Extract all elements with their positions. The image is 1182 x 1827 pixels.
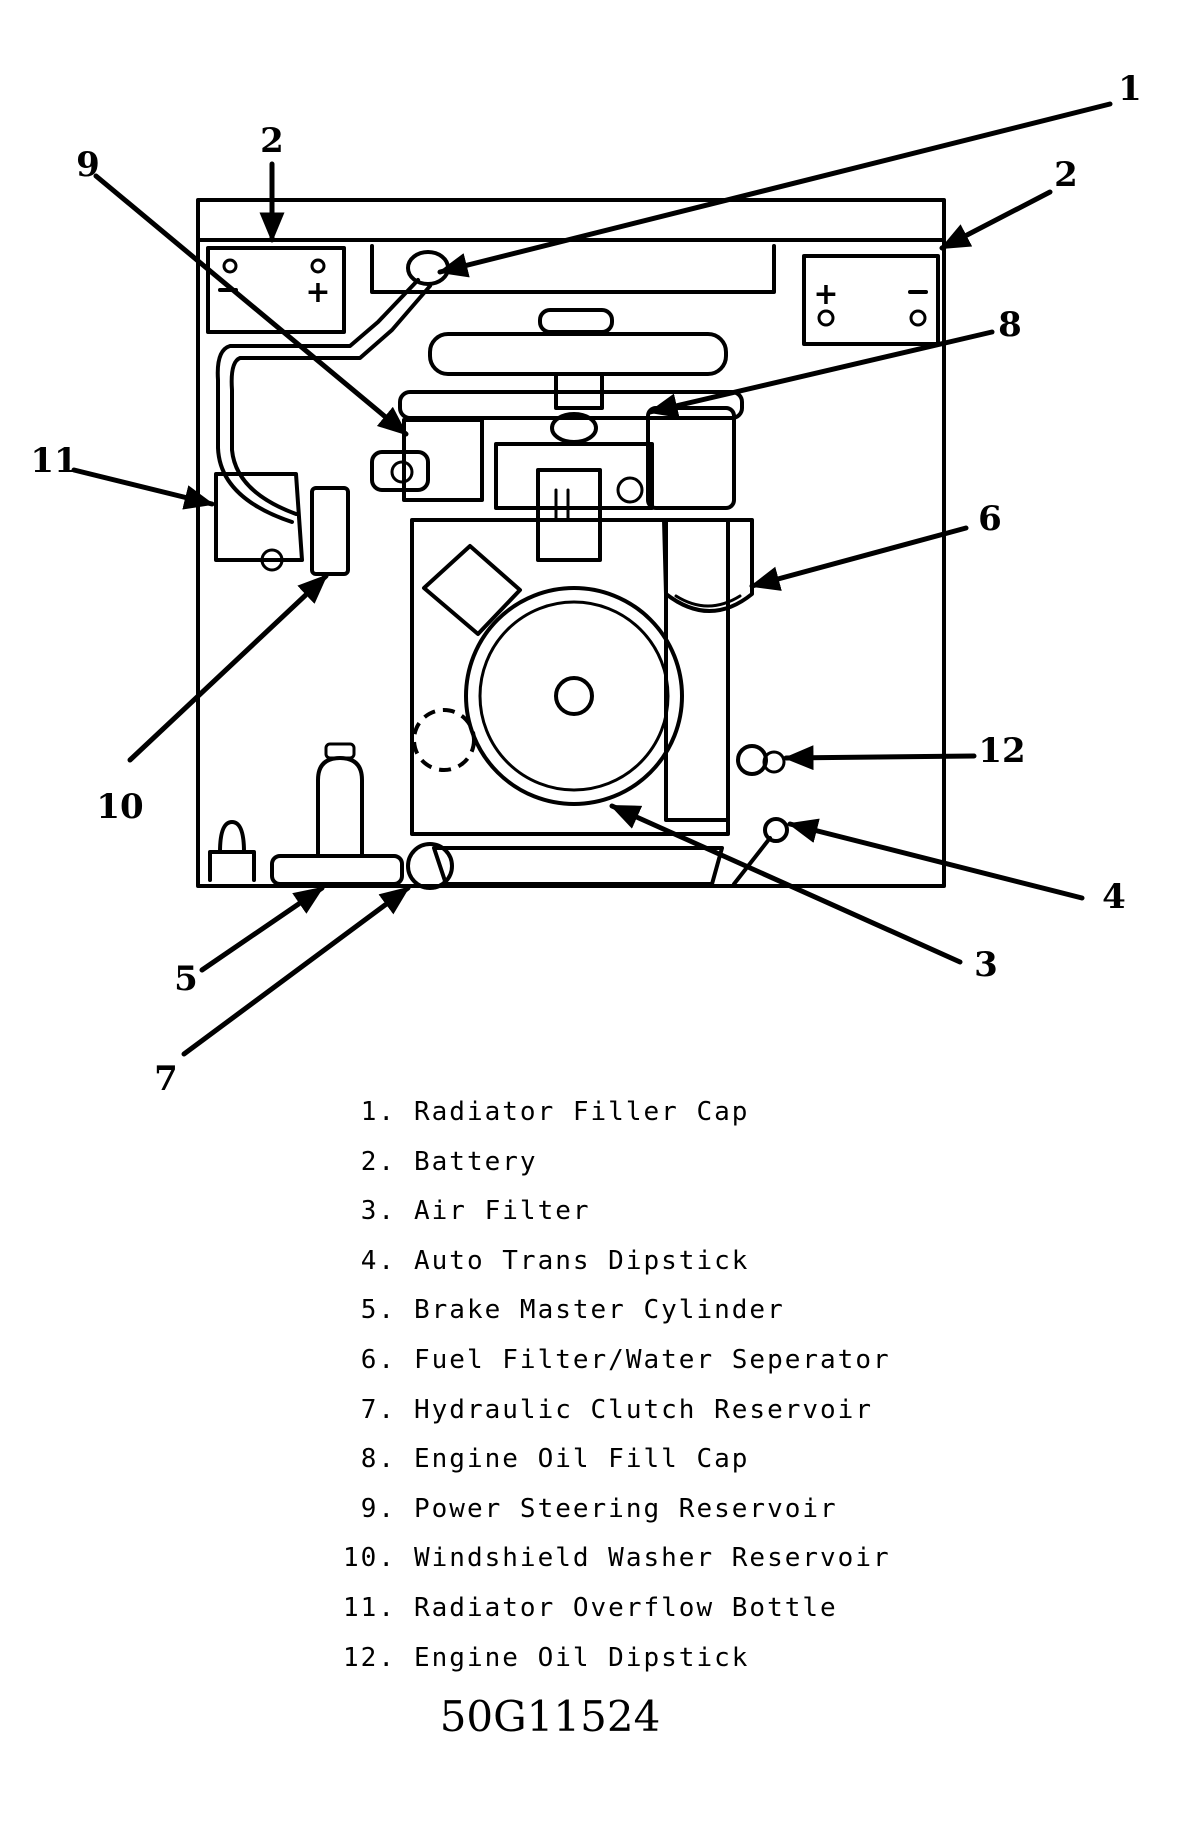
callout-11: 11 <box>30 441 77 481</box>
leader-6 <box>749 525 969 591</box>
legend-item: 11.Radiator Overflow Bottle <box>343 1592 838 1623</box>
legend-item: 4.Auto Trans Dipstick <box>360 1245 750 1276</box>
radiator-shroud <box>370 244 776 294</box>
leader-4 <box>787 818 1085 901</box>
callout-6: 6 <box>978 499 1002 539</box>
power-steering-reservoir <box>370 418 484 502</box>
callout-12: 12 <box>978 731 1025 771</box>
legend-item: 2.Battery <box>360 1146 538 1177</box>
legend-item: 7.Hydraulic Clutch Reservoir <box>360 1394 873 1425</box>
overflow-hose <box>215 278 420 524</box>
callout-4: 4 <box>1102 877 1126 917</box>
battery-right-plus: + <box>813 277 838 312</box>
callout-9: 9 <box>76 145 100 185</box>
legend-item: 6.Fuel Filter/Water Seperator <box>360 1344 891 1375</box>
leader-11 <box>71 467 215 510</box>
figure-id: 50G11524 <box>439 1692 661 1741</box>
hydraulic-clutch-reservoir <box>406 842 454 890</box>
leader-7 <box>181 885 411 1057</box>
leader-8 <box>647 329 995 418</box>
legend-list: 1.Radiator Filler Cap 2.Battery 3.Air Fi… <box>330 1088 970 1683</box>
filter-housing-right <box>646 406 736 510</box>
callout-5: 5 <box>174 959 198 999</box>
callout-2-left: 2 <box>260 121 284 161</box>
radiator-overflow-bottle <box>214 472 304 572</box>
legend-item: 9.Power Steering Reservoir <box>360 1493 838 1524</box>
auto-trans-dipstick <box>732 817 789 886</box>
leader-lines <box>71 101 1113 1057</box>
leader-2b <box>939 189 1053 251</box>
callout-1: 1 <box>1118 69 1142 109</box>
fan-assembly <box>398 308 744 420</box>
legend-item: 10.Windshield Washer Reservoir <box>343 1543 891 1574</box>
fuel-filter <box>662 518 754 613</box>
legend-item: 12.Engine Oil Dipstick <box>343 1642 750 1673</box>
battery-left: + <box>206 246 346 334</box>
leader-12 <box>783 745 977 771</box>
callout-8: 8 <box>998 305 1022 345</box>
callout-10: 10 <box>96 787 143 827</box>
leader-3 <box>609 803 963 965</box>
legend-item: 1.Radiator Filler Cap <box>360 1097 750 1127</box>
callout-2-right: 2 <box>1054 155 1078 195</box>
battery-right: + <box>802 254 940 346</box>
leader-5 <box>199 885 325 973</box>
brake-master-cylinder <box>270 742 404 886</box>
engine-oil-dipstick <box>736 744 786 776</box>
windshield-washer-reservoir <box>310 486 350 576</box>
left-bottom-component <box>208 820 256 882</box>
callout-7: 7 <box>154 1059 178 1099</box>
legend-item: 8.Engine Oil Fill Cap <box>360 1444 750 1475</box>
leader-1 <box>437 101 1113 278</box>
leader-9 <box>93 173 409 437</box>
callout-numbers: 1 2 2 9 8 11 6 12 10 4 3 5 7 <box>30 69 1142 1099</box>
oil-pan <box>432 846 724 886</box>
engine-top <box>494 412 654 562</box>
legend-item: 3.Air Filter <box>360 1196 591 1227</box>
battery-left-plus: + <box>305 275 330 310</box>
leader-10 <box>127 573 329 763</box>
radiator-filler-cap <box>406 250 450 286</box>
dashed-component <box>412 708 476 772</box>
callout-3: 3 <box>974 945 998 985</box>
air-filter <box>464 586 684 806</box>
legend-item: 5.Brake Master Cylinder <box>360 1295 785 1326</box>
